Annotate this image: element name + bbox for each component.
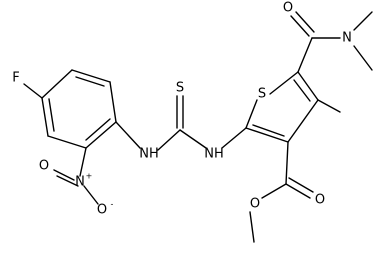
atom-amide-oxygen: O — [283, 1, 293, 16]
bond-nh-thiophene — [221, 127, 247, 149]
bond-n-methyl-down — [353, 45, 373, 71]
atom-nh-right: NH — [204, 147, 224, 162]
bond-c5-amide — [297, 37, 313, 73]
bond-c-nitro — [79, 147, 87, 177]
atom-ester-oxygen: O — [250, 197, 260, 212]
atom-ester-carbonyl-oxygen: O — [315, 193, 325, 208]
atom-nitro-oxygen-bottom: O — [97, 203, 107, 218]
bond-n-o-top — [53, 169, 75, 181]
nitro-negative-charge: - — [111, 200, 114, 209]
atom-nitro-oxygen-top: O — [39, 159, 49, 174]
nitro-positive-charge: + — [86, 172, 93, 181]
atom-thiocarbonyl-sulfur: S — [176, 81, 184, 96]
atom-amide-nitrogen: N — [342, 31, 352, 46]
bond-n-o-bottom — [83, 185, 99, 205]
bond-c-nh-left — [115, 121, 141, 149]
bond-o-methyl — [249, 211, 255, 243]
bond-methyl — [317, 99, 341, 113]
bond-n-methyl-up — [353, 11, 373, 31]
bond-c-f — [23, 83, 43, 99]
atom-fluorine: F — [12, 71, 19, 86]
bond-ester-co — [285, 183, 311, 199]
bond-amide-co — [290, 15, 310, 37]
atom-nitro-nitrogen: N — [75, 175, 85, 190]
bond-nh-cs — [157, 129, 181, 151]
thiophene-ring — [245, 71, 319, 143]
atom-nh-left: NH — [139, 147, 159, 162]
bond-cs-nh — [179, 129, 207, 149]
bond-c3-ester — [285, 141, 289, 185]
atom-thiophene-sulfur: S — [258, 87, 266, 102]
bond-ester-co-single — [261, 183, 287, 199]
benzene-ring — [41, 69, 117, 149]
